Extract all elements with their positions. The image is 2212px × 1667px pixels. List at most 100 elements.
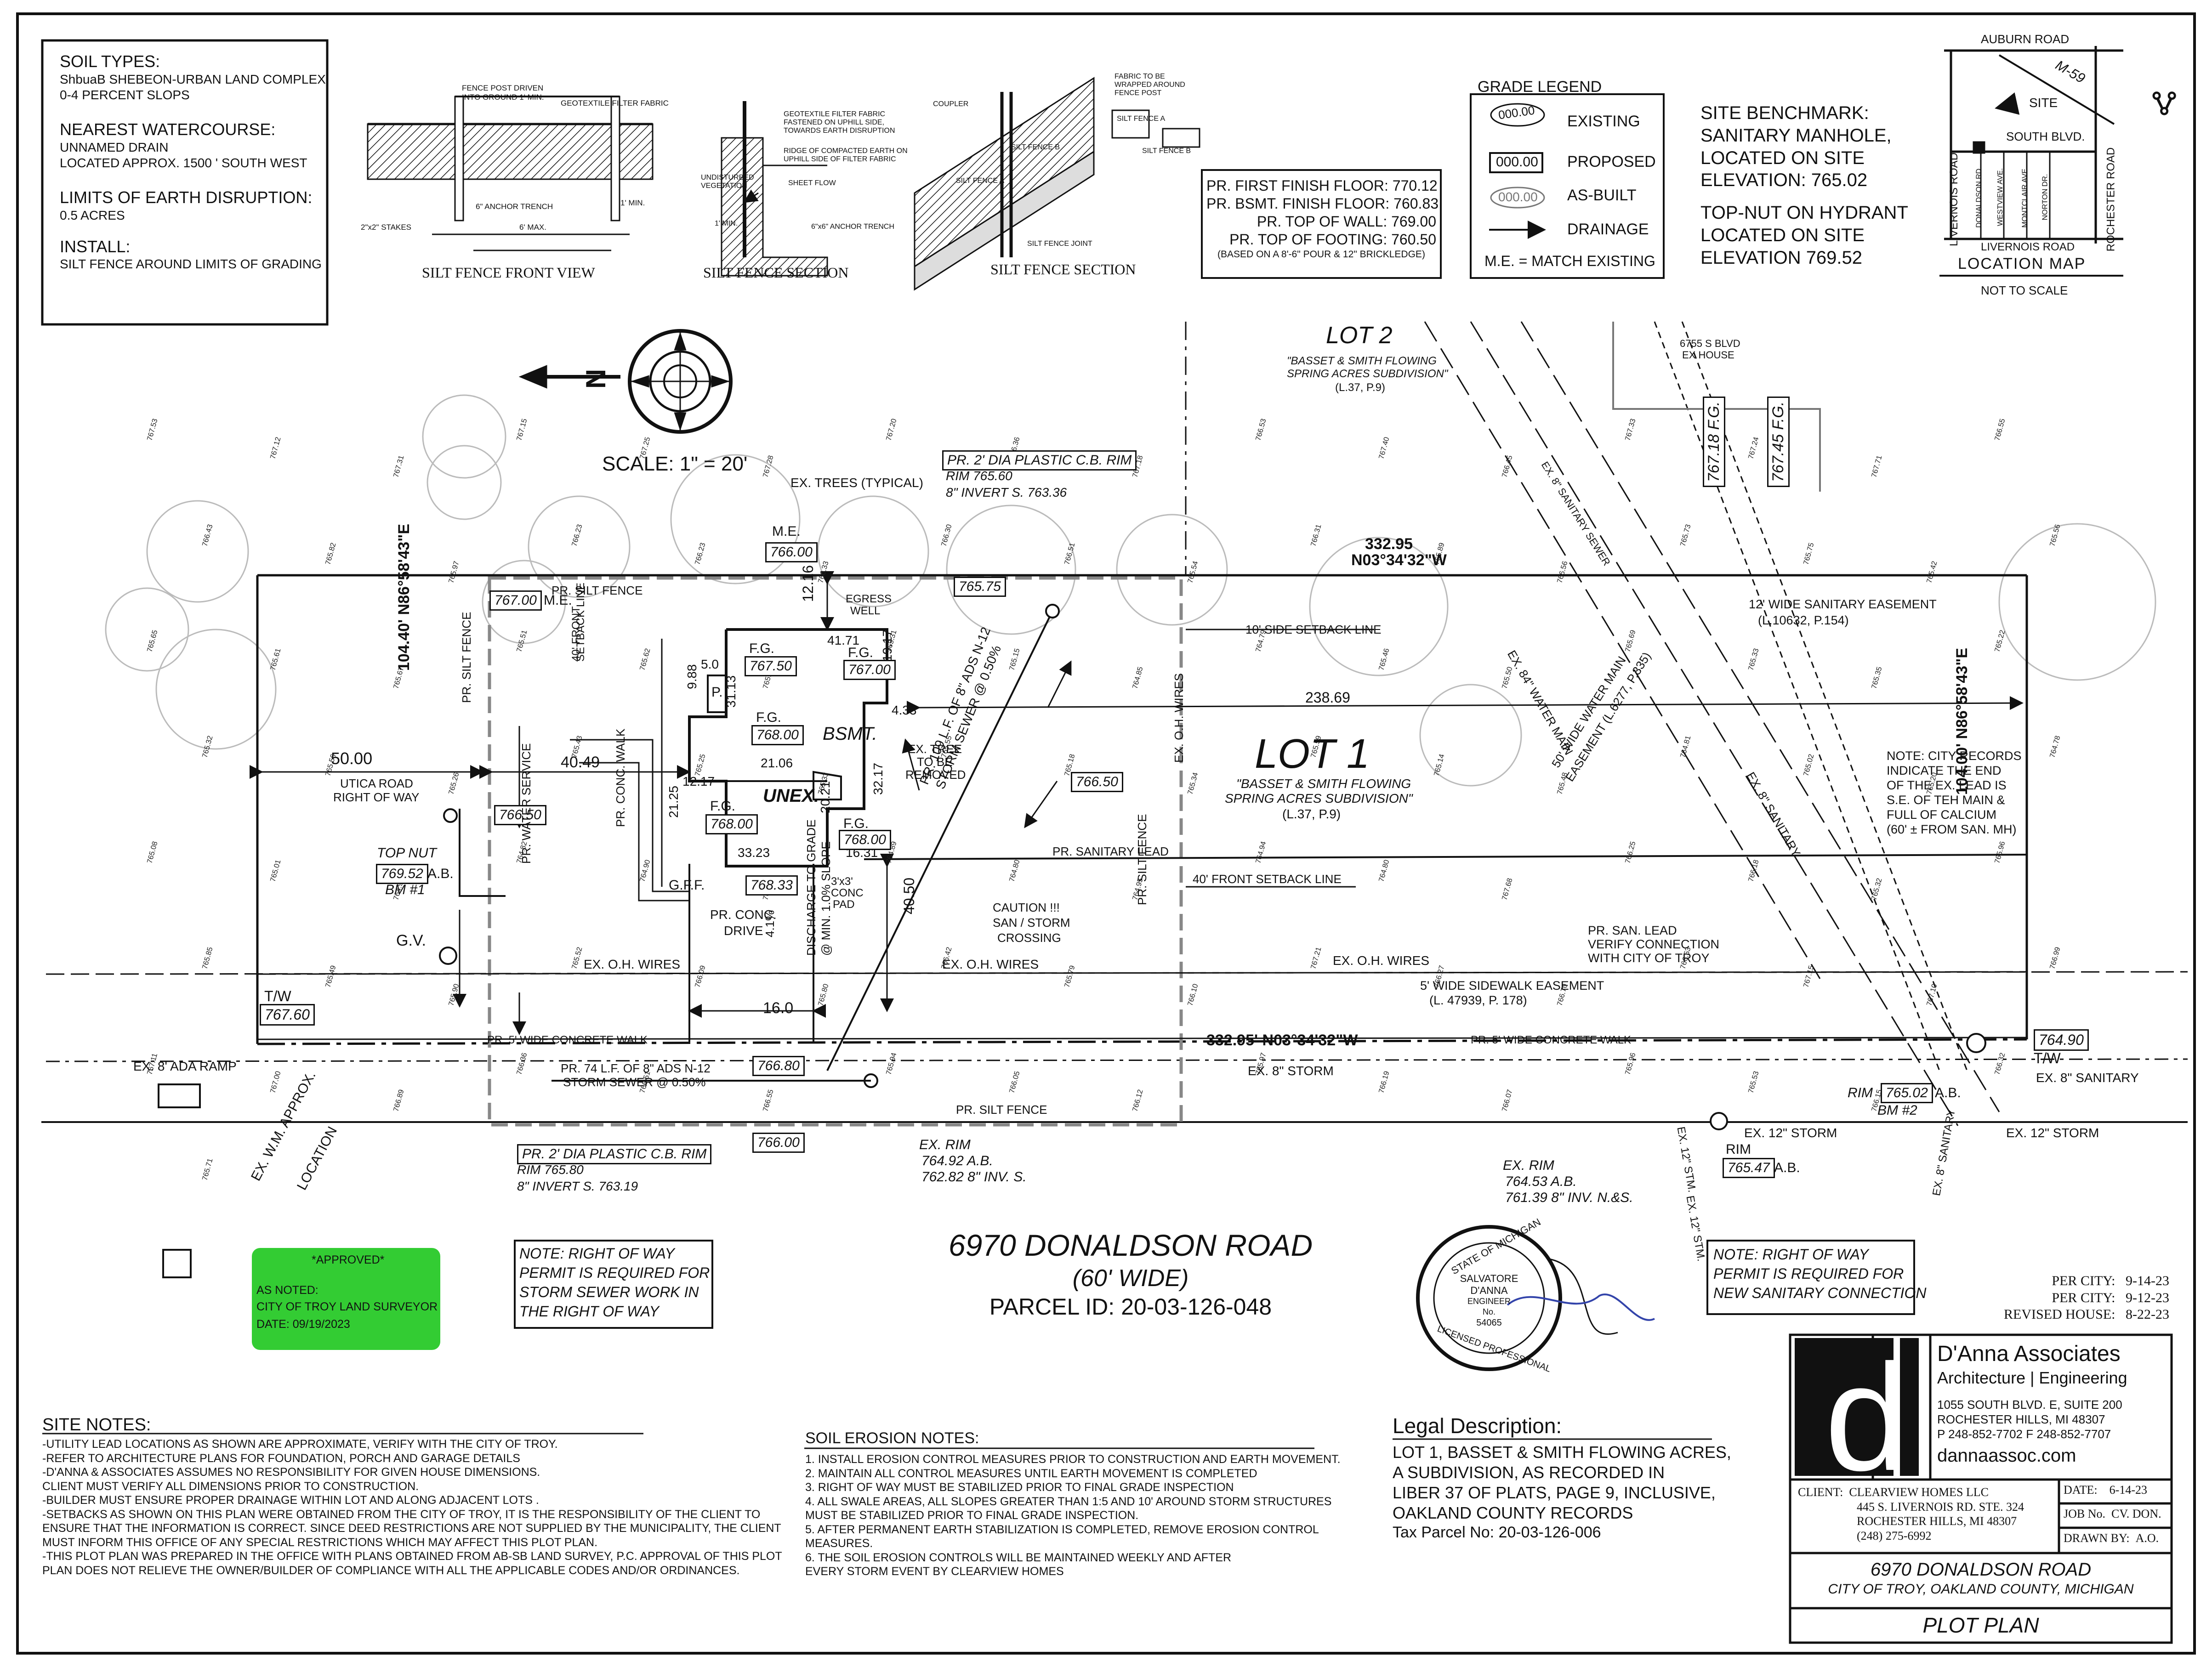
plan-label-san-ease1: 12' WIDE SANITARY EASEMENT (1749, 597, 1937, 611)
spot-elevation: 767.31 (392, 454, 405, 478)
ex-oh-wires (257, 971, 2027, 975)
section2-title: SILT FENCE SECTION (990, 261, 1136, 278)
spot-elevation: 766.09 (694, 964, 707, 988)
spot-elevation: 767.12 (269, 436, 282, 460)
floor-value: 760.83 (1393, 195, 1439, 212)
detail-label: UNDISTURBED (701, 174, 754, 181)
spot-elevation: 765.96 (1624, 1052, 1637, 1076)
plan-label-discharge1: DISCHARGE TO GRADE (804, 819, 818, 956)
map-westview: WESTVIEW AVE. (1996, 168, 2004, 226)
plan-label-dim-2125: 21.25 (666, 785, 681, 818)
plan-label-pad2: CONC (831, 887, 864, 899)
seal-name: D'ANNA (1470, 1285, 1508, 1296)
detail-label: INTO GROUND 1' MIN. (462, 93, 544, 102)
detail-label: UPHILL SIDE OF FILTER FABRIC (784, 155, 896, 163)
spot-elevation: 764.78 (2048, 735, 2062, 759)
legal-line: OAKLAND COUNTY RECORDS (1393, 1503, 1633, 1522)
benchmark-line: LOCATED ON SITE (1700, 225, 1865, 245)
spot-elevation: 764.85 (1131, 666, 1144, 690)
legend-asbuilt-symbol (1490, 187, 1545, 209)
spot-elevation: 765.97 (447, 560, 461, 584)
plan-label-pr-walk2: PR. 5' WIDE CONCRETE WALK (1471, 1034, 1632, 1046)
house-footprint (688, 628, 888, 868)
spot-elevation: 765.85 (201, 946, 214, 970)
site-note-line: -UTILITY LEAD LOCATIONS AS SHOWN ARE APP… (42, 1438, 558, 1451)
row-note-box (514, 1240, 713, 1329)
plan-label-lot2-title: LOT 2 (1326, 322, 1393, 349)
plan-label-cb-top2: RIM 765.60 (946, 469, 1012, 483)
client-block: CLIENT: CLEARVIEW HOMES LLC 445 S. LIVER… (1798, 1485, 2024, 1543)
detail-label: TOWARDS EARTH DISRUPTION (784, 127, 895, 135)
plan-label-san-ease2: (L.10632, P.154) (1758, 613, 1849, 627)
plan-label-rim-bm2-v: 765.02 (1881, 1083, 1933, 1103)
plan-label-side-setback: 10' SIDE SETBACK LINE (1245, 623, 1382, 636)
firm-address: 1055 SOUTH BLVD. E, SUITE 200 (1937, 1398, 2122, 1412)
spot-elevation: 766.55 (1993, 418, 2007, 442)
ex-sanitary-sewer (1654, 321, 1968, 1071)
install-line: SILT FENCE AROUND LIMITS OF GRADING (60, 257, 322, 272)
spot-elevation: 767.68 (1501, 877, 1514, 901)
spot-elevation: 767.40 (1377, 436, 1391, 460)
legal-line: LOT 1, BASSET & SMITH FLOWING ACRES, (1393, 1443, 1731, 1462)
spot-elevation: 766.31 (1309, 523, 1323, 547)
spot-elevation: 764.94 (1254, 840, 1268, 864)
plan-label-fg4: F.G. (710, 799, 736, 814)
map-title: LOCATION MAP (1958, 255, 2086, 272)
plan-label-lot2-sub2: SPRING ACRES SUBDIVISION" (1287, 368, 1448, 380)
legal-title: Legal Description: (1393, 1414, 1562, 1438)
legend-existing-symbol (1490, 103, 1545, 127)
date-field: DATE: 6-14-23 (2064, 1483, 2147, 1497)
firm-address: ROCHESTER HILLS, MI 48307 (1937, 1412, 2105, 1427)
plan-label-me-left: M.E. (544, 593, 572, 608)
spot-elevation: 765.73 (1679, 523, 1692, 547)
detail-label: FENCE POST DRIVEN (462, 84, 544, 92)
spot-elevation: 767.15 (1802, 964, 1815, 988)
benchmark-line: ELEVATION: 765.02 (1700, 170, 1868, 191)
existing-trees (105, 394, 2156, 787)
plan-label-city-note4: S.E. OF TEH MAIN & (1887, 793, 2005, 807)
plan-label-dim-1216: 12.16 (800, 565, 816, 602)
plan-label-dim-4171: 41.71 (827, 633, 860, 647)
spot-elevation: 767.24 (1747, 436, 1760, 460)
plan-label-ex-rim-b2: 764.53 A.B. (1505, 1174, 1577, 1189)
detail-label: SILT FENCE JOINT (1027, 240, 1092, 248)
plan-label-dim-238: 238.69 (1305, 689, 1350, 706)
plan-label-rim-bm2-ab: A.B. (1935, 1085, 1961, 1100)
spot-elevation: 767.00 (269, 1070, 282, 1094)
job-label: JOB No. (2064, 1507, 2106, 1520)
plan-label-tw-left-v: 767.60 (260, 1004, 315, 1026)
section-title: SILT FENCE SECTION (703, 264, 849, 281)
map-montclair: MONTCLAIR AVE. (2021, 166, 2029, 228)
firm-logo-letter: d (1825, 1332, 1909, 1502)
plan-label-egress2: WELL (850, 605, 881, 617)
legal-line: LIBER 37 OF PLATS, PAGE 9, INCLUSIVE, (1393, 1483, 1716, 1502)
revision-date: 9-12-23 (2126, 1290, 2169, 1305)
client-phone: (248) 275-6992 (1857, 1529, 1932, 1543)
plan-label-city-note5: FULL OF CALCIUM (1887, 808, 1997, 822)
plan-label-discharge2: @ MIN. 1.0% SLOPE (819, 841, 833, 956)
project-city: CITY OF TROY, OAKLAND COUNTY, MICHIGAN (1828, 1581, 2134, 1597)
floor-label: PR. TOP OF WALL: (1257, 213, 1387, 230)
map-norton: NORTON DR. (2041, 174, 2049, 221)
plan-label-city-note6: (60' ± FROM SAN. MH) (1887, 822, 2017, 836)
plan-label-dim-3323: 33.23 (738, 845, 770, 860)
silt-fence-section-detail (721, 101, 828, 277)
spot-elevation: 766.55 (762, 1089, 775, 1112)
spot-elevations-group: 767.53767.12767.31767.15767.25767.28767.… (146, 418, 2062, 1181)
benchmark-title: SITE BENCHMARK: (1700, 103, 1869, 123)
plan-label-pr-silt-fence-top: PR. SILT FENCE (552, 584, 643, 597)
map-livernois-h: LIVERNOIS ROAD (1981, 241, 2075, 253)
detail-label: 6" ANCHOR TRENCH (476, 202, 553, 211)
site-benchmark: SITE BENCHMARK: SANITARY MANHOLE, LOCATE… (1700, 102, 1908, 269)
site-note-line: -SETBACKS AS SHOWN ON THIS PLAN WERE OBT… (42, 1508, 761, 1521)
floor-elevation-box (1201, 169, 1442, 279)
plan-label-dim-50b: 5.0 (701, 657, 719, 671)
plan-label-ex-rim-b1: EX. RIM (1503, 1158, 1554, 1173)
firm-name: D'Anna Associates (1937, 1342, 2121, 1366)
plan-label-dim-4049: 40.49 (561, 754, 600, 771)
plan-label-slope41: 4.1% (763, 910, 777, 937)
floor-value: 769.00 (1391, 213, 1436, 230)
approved-title: *APPROVED* (312, 1253, 385, 1266)
benchmark-line: ELEVATION 769.52 (1700, 247, 1863, 268)
detail-label: 2"x2" STAKES (361, 223, 412, 232)
